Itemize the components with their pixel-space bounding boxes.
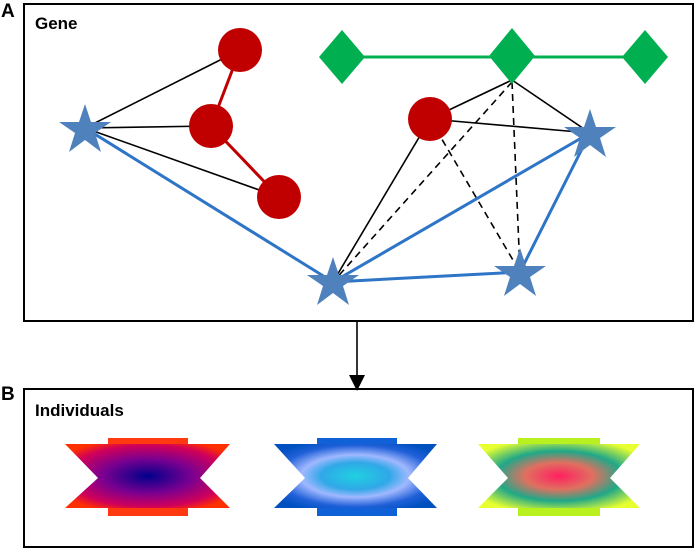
green-diamond-mid [489, 28, 535, 84]
red-nodes [189, 28, 452, 219]
dashed-edge-diamond-to-star-bottom-right [511, 81, 521, 273]
blue-edges [84, 126, 592, 284]
panel-b-letter: B [1, 384, 15, 405]
dashed-edge-red-right-to-star-bottom-right [429, 118, 521, 273]
edge-diamond-mid-to-star-right-top [511, 79, 591, 134]
panel-a-letter: A [1, 1, 15, 22]
black-edges-left [84, 49, 280, 198]
blue-star-right-top [564, 109, 616, 157]
red-node-mid [189, 104, 233, 148]
panel-a-frame [23, 3, 694, 322]
individual-1 [65, 438, 230, 516]
blue-star-bottom-right [494, 248, 546, 296]
blue-edge-bottom-right-to-right-top [518, 132, 592, 273]
dashed-edge-diamond-to-star-bottom-center [332, 81, 513, 283]
blue-nodes [59, 104, 616, 305]
edge-red-right-to-star-bottom-center [332, 118, 431, 283]
green-diamond-left [319, 30, 365, 84]
red-node-bottom [257, 175, 301, 219]
dashed-edges [332, 81, 521, 283]
edge-star-left-to-red-top [84, 49, 241, 129]
green-diamond-right [622, 30, 668, 84]
panel-b-title: Individuals [35, 401, 124, 420]
individual-3 [478, 438, 640, 516]
edge-red-right-to-star-right-top [429, 118, 591, 134]
individual-2-body [274, 444, 437, 508]
individual-3-body [478, 444, 640, 508]
red-node-top [218, 28, 262, 72]
blue-star-bottom-center [307, 257, 359, 305]
individual-1-body [65, 444, 230, 508]
panel-b-frame [23, 388, 694, 548]
panel-a-title: Gene [35, 14, 78, 33]
edge-star-left-to-red-bottom [84, 127, 280, 198]
blue-edge-left-to-bottom-center [84, 126, 334, 284]
black-edges-right [332, 79, 591, 283]
green-nodes [319, 28, 668, 84]
red-node-right [408, 97, 452, 141]
blue-edge-bottom-center-to-bottom-right [332, 270, 521, 284]
blue-edge-bottom-center-to-right-top [332, 131, 591, 284]
individual-2 [274, 438, 437, 516]
blue-star-left [59, 104, 111, 152]
